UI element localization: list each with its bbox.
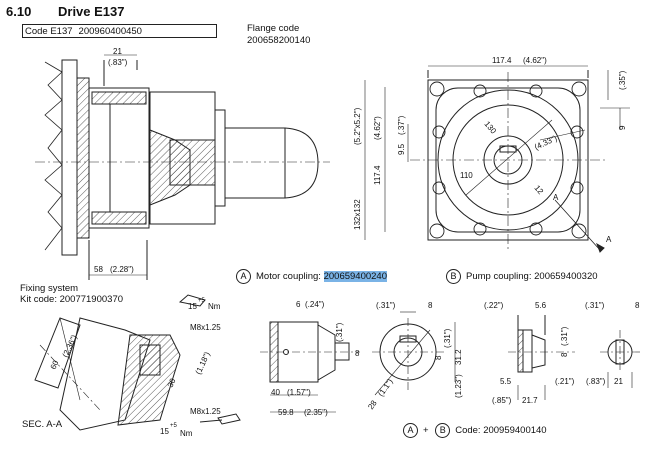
pce-dim-31: (.31") (585, 301, 605, 310)
mce-dim-8-right: 8 (434, 355, 443, 360)
pce-dim-21: 21 (614, 377, 623, 386)
code-value: 200960400450 (78, 26, 142, 37)
motor-coupling-side-view (260, 321, 360, 413)
combo-plus: + (423, 425, 429, 437)
fixing-detail (34, 294, 241, 431)
fixing-label: Fixing system (20, 283, 79, 294)
mce-dim-11: (1.1") (376, 377, 395, 398)
front-dim-bolt-in: (.37") (397, 115, 406, 135)
front-dim-433: (4.33") (533, 133, 559, 151)
dim-60: 60 (49, 358, 61, 370)
section-number: 6.10 (6, 4, 32, 19)
motor-coupling-caption: A Motor coupling: 200659400240 (236, 269, 387, 284)
torque-bottom-sup: +5 (170, 423, 178, 429)
marker-b: B (446, 269, 461, 284)
code-box: Code E137 200960400450 (22, 24, 217, 38)
front-dim-width: 117.4 (492, 56, 512, 65)
combo-label: Code: 200959400140 (455, 425, 547, 437)
motor-coupling-code[interactable]: 200659400240 (323, 271, 387, 283)
pc-dim-217: 21.7 (522, 396, 538, 405)
motor-coupling-end-view (372, 311, 456, 396)
mc-dim-6-in: (.24") (305, 300, 325, 309)
fixing-system: Fixing system Kit code: 200771900370 (20, 283, 123, 305)
marker-a: A (236, 269, 251, 284)
mce-dim-28: 28 (366, 398, 379, 411)
mc-dim-59: 59.8 (278, 408, 294, 417)
front-dim-height: 132x132 (353, 199, 362, 230)
pc-dim-21: (.21") (555, 377, 575, 386)
torque-bottom-unit: Nm (180, 429, 193, 438)
bolt-bottom: M8x1.25 (190, 407, 221, 416)
pump-coupling-label: Pump coupling: 200659400320 (466, 271, 598, 283)
front-dim-12: 12 (532, 184, 545, 197)
torque-top-sup: +5 (198, 298, 206, 304)
flange-value: 200658200140 (247, 35, 311, 46)
mce-dim-312: 31.2 (454, 349, 463, 365)
side-dim-top: 21 (113, 47, 122, 56)
front-dim-inner: 117.4 (373, 165, 382, 185)
front-dim-right-in: (.35") (618, 70, 627, 90)
mc-dim-6: 6 (296, 300, 301, 309)
side-dim-top-in: (.83") (108, 58, 128, 67)
front-dim-110: 110 (460, 171, 473, 180)
mce-dim-8: 8 (428, 301, 433, 310)
torque-top-unit: Nm (208, 302, 221, 311)
front-dim-height-in: (5.2"x5.2") (353, 107, 362, 145)
fixing-kit-code: Kit code: 200771900370 (20, 294, 124, 305)
pc-dim-31: (.31") (560, 326, 569, 346)
mc-dim-59-in: (2.35") (304, 408, 328, 417)
pc-dim-22: (.22") (484, 301, 504, 310)
section-label: SEC. A-A (22, 419, 63, 430)
bolt-top: M8x1.25 (190, 323, 221, 332)
side-dim-bottom-in: (2.28") (110, 265, 134, 274)
flange-label: Flange code (247, 23, 300, 34)
combo-marker-b: B (435, 423, 451, 438)
torque-bottom: 15 (160, 427, 169, 436)
pce-dim-83: (.83") (586, 377, 606, 386)
pc-dim-56: 5.6 (535, 301, 547, 310)
mc-dim-40: 40 (271, 388, 280, 397)
pc-dim-55: 5.5 (500, 377, 512, 386)
dim-60-in: (2.36") (61, 333, 79, 359)
front-dim-130: 130 (482, 120, 498, 136)
front-dim-inner-in: (4.62") (373, 116, 382, 140)
side-dim-bottom: 58 (94, 265, 103, 274)
mc-dim-31: (.31") (335, 322, 344, 342)
front-view (364, 65, 630, 253)
pump-coupling-end-view (600, 330, 640, 388)
cut-mark-a-lower: A (606, 235, 612, 244)
front-dim-bolt: 9.5 (397, 143, 406, 155)
code-label: Code E137 (25, 26, 73, 37)
mc-dim-40-in: (1.57") (287, 388, 311, 397)
pump-coupling-caption: B Pump coupling: 200659400320 (446, 269, 598, 284)
front-dim-width-in: (4.62") (523, 56, 547, 65)
torque-top: 15 (188, 302, 197, 311)
pc-dim-8: 8 (560, 352, 569, 357)
combo-marker-a: A (403, 423, 418, 438)
dim-30-in: (1.18") (194, 350, 212, 376)
pump-coupling-side-view (508, 315, 575, 400)
cut-mark-a-upper: A (553, 193, 559, 202)
motor-coupling-label: Motor coupling: (256, 271, 324, 283)
mce-dim-31: (.31") (376, 301, 396, 310)
mce-dim-31-right: (.31") (443, 328, 452, 348)
dim-30: 30 (166, 376, 178, 388)
mce-dim-123: (1.23") (454, 374, 463, 398)
side-view (35, 54, 330, 280)
mc-dim-8: 8 (355, 349, 360, 358)
page-title: Drive E137 (58, 4, 125, 19)
pc-dim-85: (.85") (492, 396, 512, 405)
flange-code: Flange code 200658200140 (247, 23, 310, 47)
front-dim-right: 9 (618, 125, 627, 130)
pce-dim-8: 8 (635, 301, 640, 310)
combo-code-caption: A + B Code: 200959400140 (403, 423, 547, 438)
